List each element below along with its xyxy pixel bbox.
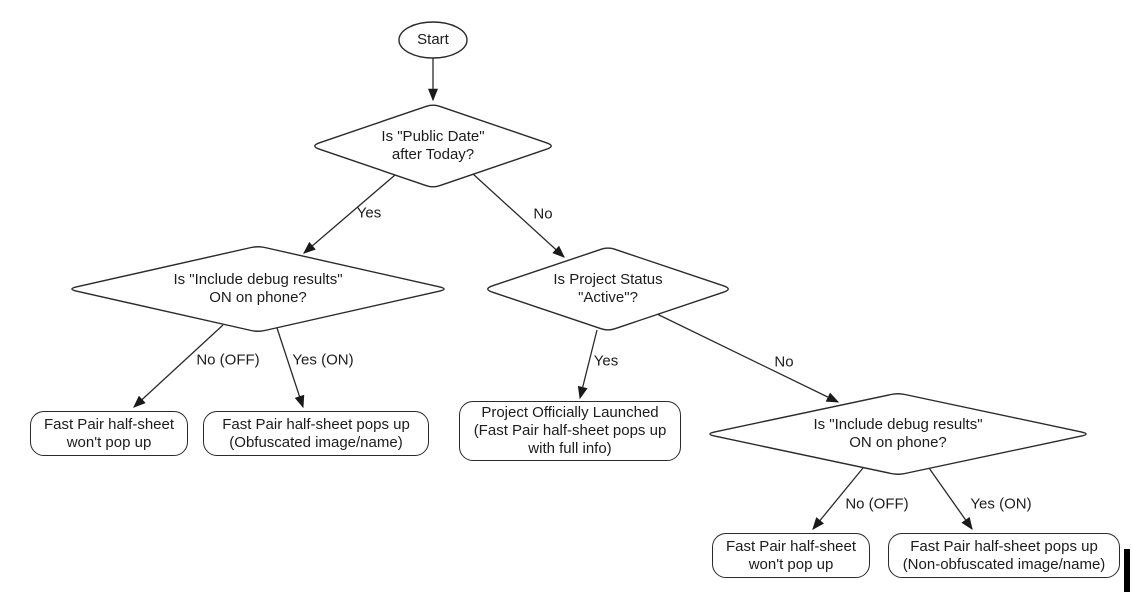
edge-label-public-date-no: No: [533, 205, 553, 223]
decision-project-status-shape: [487, 247, 729, 331]
decision-public-date-label: Is "Public Date" after Today?: [381, 128, 485, 163]
edge-label-debug-right-yes-on: Yes (ON): [970, 495, 1032, 513]
terminal-no-popup-right-text: Fast Pair half-sheet won't pop up: [725, 537, 857, 573]
decision-public-date-shape: [314, 104, 552, 188]
terminal-no-popup-right: Fast Pair half-sheet won't pop up: [712, 533, 870, 578]
decision-debug-right-label: Is "Include debug results" ON on phone?: [813, 416, 983, 451]
decision-project-status-label: Is Project Status "Active"?: [553, 271, 663, 306]
edge-public-date-no: [472, 173, 565, 258]
terminal-non-obfuscated-popup-text: Fast Pair half-sheet pops up (Non-obfusc…: [902, 537, 1106, 573]
terminal-launched-text: Project Officially Launched (Fast Pair h…: [473, 404, 667, 457]
start-node-label: Start: [417, 31, 449, 48]
decision-debug-left-label: Is "Include debug results" ON on phone?: [173, 271, 343, 306]
edge-public-date-yes: [303, 174, 396, 254]
terminal-obfuscated-popup: Fast Pair half-sheet pops up (Obfuscated…: [203, 411, 429, 456]
terminal-obfuscated-popup-text: Fast Pair half-sheet pops up (Obfuscated…: [222, 415, 410, 451]
edge-label-project-status-no: No: [774, 353, 794, 371]
edge-label-debug-left-yes-on: Yes (ON): [292, 351, 354, 369]
edge-project-status-no: [656, 313, 840, 403]
edge-label-public-date-yes: Yes: [356, 204, 382, 222]
edge-label-debug-right-no-off: No (OFF): [845, 495, 909, 513]
edge-label-project-status-yes: Yes: [593, 352, 619, 370]
decision-debug-left-shape: [71, 246, 445, 332]
start-node-shape: [398, 21, 468, 59]
decision-debug-right-shape: [709, 393, 1087, 475]
edge-debug-right-yes-on: [928, 467, 973, 531]
edge-label-debug-left-no-off: No (OFF): [196, 351, 260, 369]
terminal-no-popup-left: Fast Pair half-sheet won't pop up: [30, 411, 188, 456]
edge-debug-right-no-off: [812, 467, 864, 530]
edge-project-status-yes: [577, 329, 598, 400]
edge-debug-left-yes-on: [276, 327, 305, 409]
terminal-no-popup-left-text: Fast Pair half-sheet won't pop up: [43, 415, 175, 451]
terminal-launched: Project Officially Launched (Fast Pair h…: [459, 401, 681, 461]
terminal-non-obfuscated-popup: Fast Pair half-sheet pops up (Non-obfusc…: [888, 533, 1120, 578]
text-cursor-artifact: [1124, 549, 1130, 592]
edge-debug-left-no-off: [133, 324, 224, 408]
